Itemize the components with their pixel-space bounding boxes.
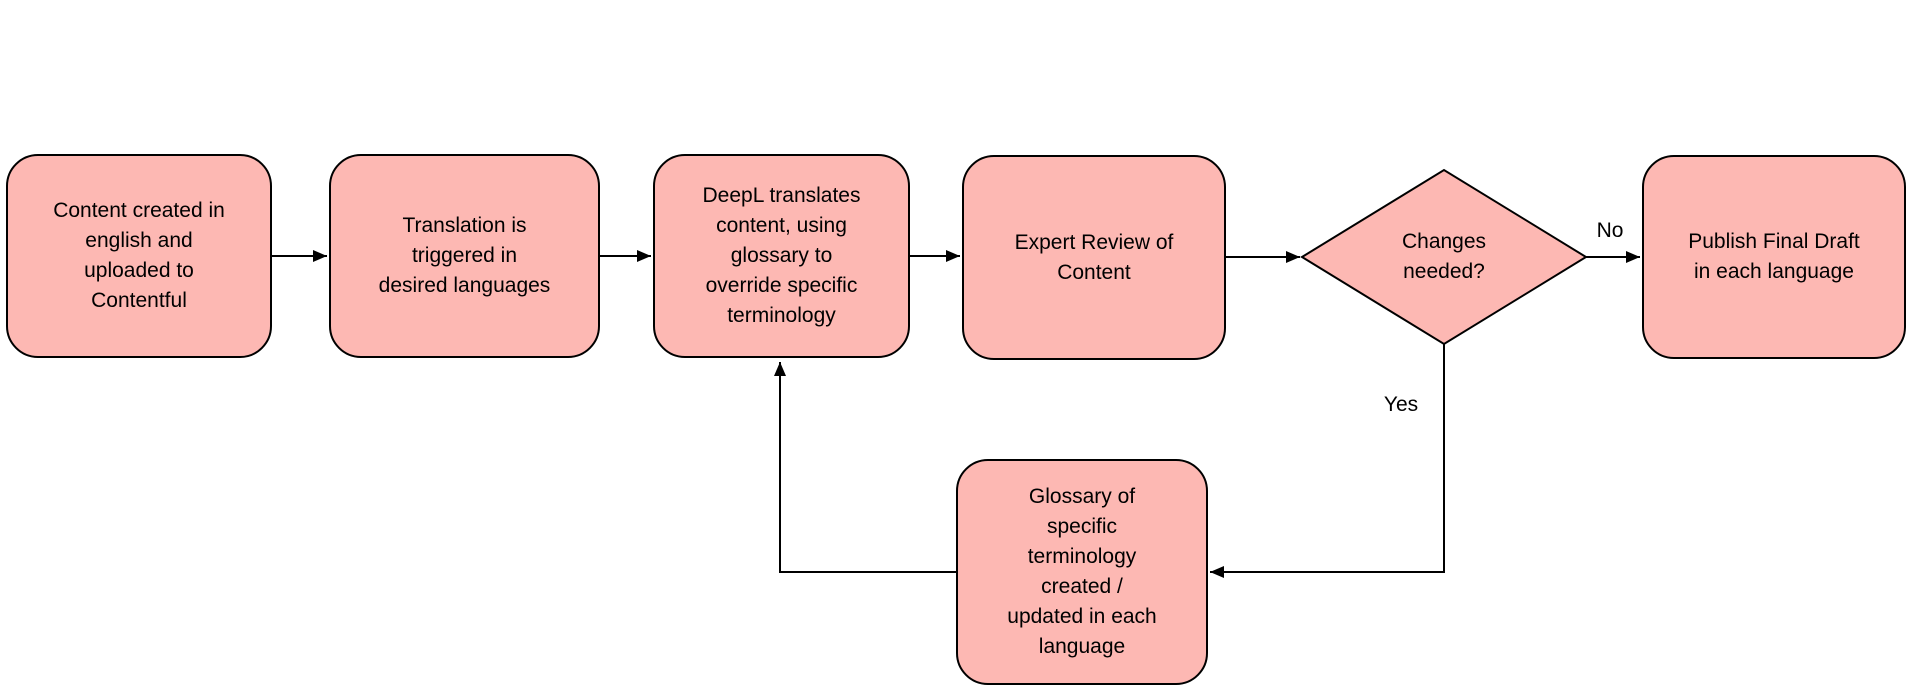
node-expert-review[interactable]: Expert Review of Content [962, 155, 1226, 360]
node-deepl-translates[interactable]: DeepL translates content, using glossary… [653, 154, 910, 358]
edge-label-no: No [1596, 219, 1624, 242]
node-glossary[interactable]: Glossary of specific terminology created… [956, 459, 1208, 685]
node-translation-triggered-label: Translation is triggered in desired lang… [378, 214, 551, 297]
node-publish-final-draft[interactable]: Publish Final Draft in each language [1642, 155, 1906, 359]
node-expert-review-label: Expert Review of Content [1014, 230, 1174, 284]
node-glossary-label: Glossary of specific terminology created… [1007, 485, 1157, 658]
node-content-created[interactable]: Content created in english and uploaded … [6, 154, 272, 358]
node-content-created-label: Content created in english and uploaded … [53, 199, 225, 312]
node-translation-triggered[interactable]: Translation is triggered in desired lang… [329, 154, 600, 358]
decision-changes-needed[interactable]: Changes needed? [1334, 212, 1554, 302]
decision-changes-needed-shape[interactable] [1300, 168, 1588, 346]
decision-changes-needed-label: Changes needed? [1401, 230, 1487, 283]
node-publish-final-draft-label: Publish Final Draft in each language [1688, 230, 1860, 283]
node-deepl-translates-label: DeepL translates content, using glossary… [702, 184, 861, 327]
edge-glossary-to-deepl [774, 362, 956, 573]
edge-label-yes: Yes [1383, 393, 1419, 416]
edge-decision-yes-to-glossary [1210, 344, 1445, 578]
